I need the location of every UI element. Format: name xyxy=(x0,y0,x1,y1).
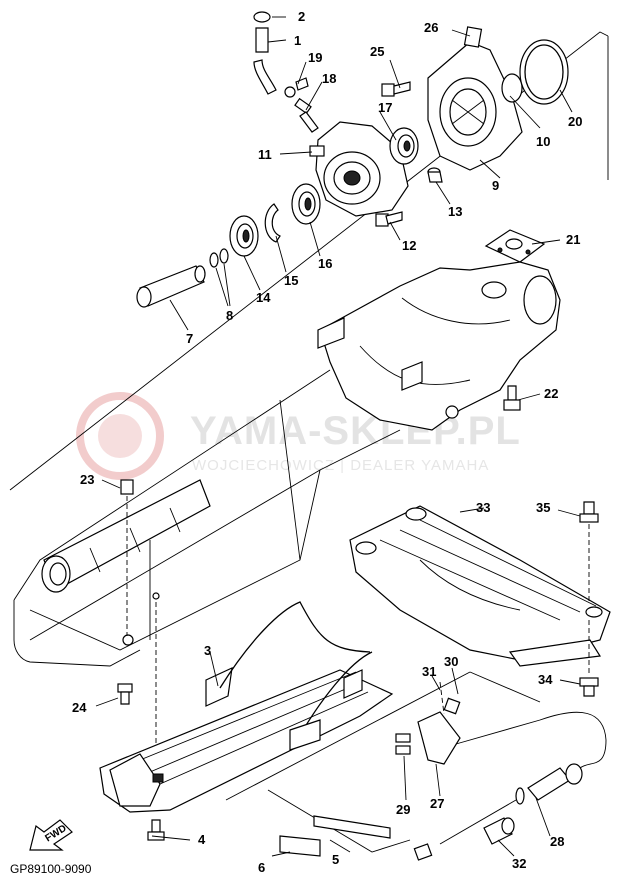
bolt-22-shape xyxy=(503,385,521,411)
part-number-19: 19 xyxy=(308,50,322,65)
bearings-and-circlip xyxy=(229,183,321,257)
part-number-14: 14 xyxy=(256,290,271,305)
part-number-35: 35 xyxy=(536,500,550,515)
part-number-24: 24 xyxy=(72,700,87,715)
bolt-18-shape xyxy=(294,97,319,133)
part-number-21: 21 xyxy=(566,232,580,247)
part-number-1: 1 xyxy=(294,33,301,48)
drive-shaft-7 xyxy=(136,265,206,308)
part-number-6: 6 xyxy=(258,860,265,875)
bolt-12-shape xyxy=(375,211,403,227)
part-number-16: 16 xyxy=(318,256,332,271)
intermediate-housing xyxy=(309,121,409,217)
part-number-11: 11 xyxy=(258,147,272,162)
lower-group-frame xyxy=(225,671,541,853)
part-number-15: 15 xyxy=(284,273,298,288)
part-number-10: 10 xyxy=(536,134,550,149)
diagram-code: GP89100-9090 xyxy=(10,862,92,876)
part-number-3: 3 xyxy=(204,643,211,658)
watermark-title: YAMA-SKLEP.PL xyxy=(190,409,521,453)
part-number-30: 30 xyxy=(444,654,458,669)
part-number-32: 32 xyxy=(512,856,526,871)
part-number-5: 5 xyxy=(332,852,339,867)
hose-and-clamp xyxy=(253,11,309,98)
part-number-23: 23 xyxy=(80,472,94,487)
leader-lines xyxy=(95,16,581,857)
cable-and-bracket xyxy=(395,681,607,861)
pin-13-shape xyxy=(427,167,443,183)
watermark: YAMA-SKLEP.PL WOJCIECHOWICZ | DEALER YAM… xyxy=(76,392,521,480)
part-number-4: 4 xyxy=(198,832,206,847)
hull-tunnel xyxy=(13,369,401,667)
part-number-labels: 2 1 19 18 26 25 17 11 10 20 9 13 12 16 1… xyxy=(72,9,582,875)
part-number-34: 34 xyxy=(538,672,553,687)
part-number-9: 9 xyxy=(492,178,499,193)
part-number-17: 17 xyxy=(378,100,392,115)
ride-plate-33 xyxy=(349,505,611,667)
small-o-rings-8 xyxy=(209,248,229,268)
part-number-25: 25 xyxy=(370,44,384,59)
part-number-18: 18 xyxy=(322,71,336,86)
part-number-27: 27 xyxy=(430,796,444,811)
part-number-2: 2 xyxy=(298,9,305,24)
part-number-13: 13 xyxy=(448,204,462,219)
upper-group-frame xyxy=(9,31,609,491)
part-number-33: 33 xyxy=(476,500,490,515)
part-number-20: 20 xyxy=(568,114,582,129)
watermark-subtitle: WOJCIECHOWICZ | DEALER YAMAHA xyxy=(192,457,489,474)
bearing-17-shape xyxy=(389,127,419,165)
plate-21-shape xyxy=(484,229,546,263)
part-number-22: 22 xyxy=(544,386,558,401)
part-number-8: 8 xyxy=(226,308,233,323)
part-number-29: 29 xyxy=(396,802,410,817)
main-housing xyxy=(317,261,561,431)
part-number-12: 12 xyxy=(402,238,416,253)
o-rings xyxy=(501,39,569,105)
part-number-31: 31 xyxy=(422,664,436,679)
tape-strips xyxy=(279,815,391,857)
intake-grate-3 xyxy=(99,601,394,813)
part-number-28: 28 xyxy=(550,834,564,849)
impeller-housing-9 xyxy=(427,26,523,171)
bolts-34-35 xyxy=(579,501,599,697)
bolt-25-shape xyxy=(381,81,411,97)
part-number-26: 26 xyxy=(424,20,438,35)
part-number-7: 7 xyxy=(186,331,193,346)
fwd-direction-arrow: FWD xyxy=(29,819,73,851)
